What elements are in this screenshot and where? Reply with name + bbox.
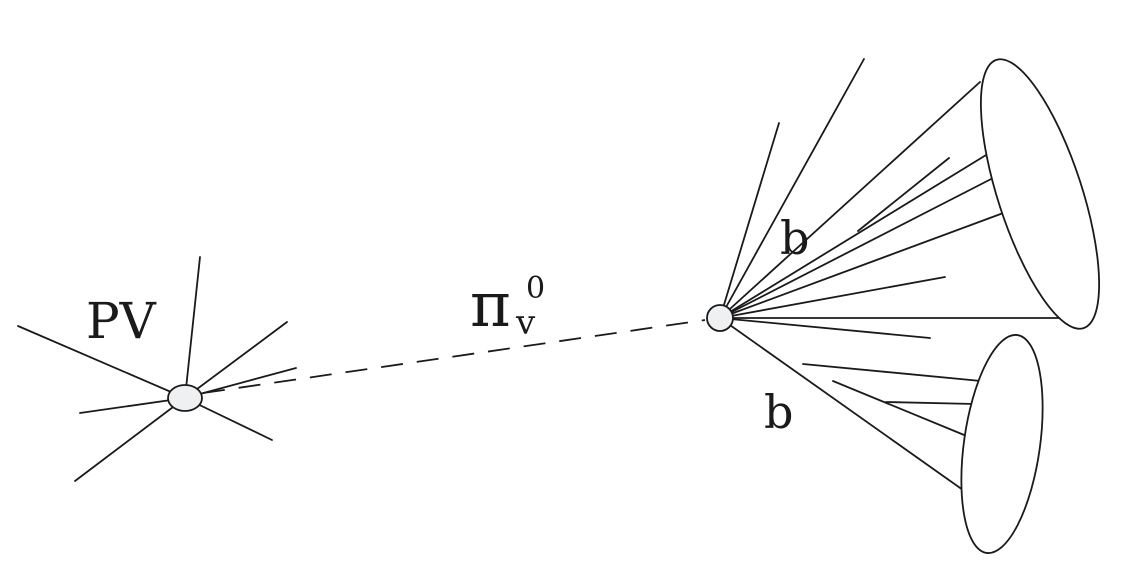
pv-track (184, 321, 288, 399)
displaced-vertex-marker (706, 304, 734, 332)
pv-track (74, 397, 186, 482)
jet-track (719, 317, 964, 491)
jet-track (832, 380, 970, 438)
lower-jet-cone-ellipse (960, 334, 1044, 554)
jet-track (719, 276, 946, 319)
upper-b-jet (719, 58, 1101, 330)
displaced-vertex-tracks (719, 58, 931, 339)
pi-superscript-label: 0 (526, 271, 545, 306)
pi-v-flight-path (202, 319, 706, 394)
pi-subscript-label: v (515, 303, 536, 343)
dv-track (719, 122, 780, 319)
pv-track (17, 325, 186, 399)
pi-symbol-label: π (470, 268, 511, 341)
primary-vertex-tracks (17, 256, 297, 482)
jet-track (719, 151, 992, 319)
upper-jet-cone-ellipse (979, 58, 1101, 330)
jet-track (885, 401, 976, 405)
jet-track (719, 175, 998, 319)
dv-track (719, 58, 865, 319)
jet-track (719, 81, 981, 319)
lower-b-label: b (764, 385, 793, 439)
jet-track (719, 211, 1007, 319)
dv-track (719, 317, 931, 339)
jet-track (802, 363, 982, 382)
pv-track (184, 256, 201, 399)
primary-vertex-marker (167, 384, 203, 412)
pv-label: PV (86, 292, 157, 350)
jet-track (857, 157, 950, 232)
lower-b-jet (719, 317, 1044, 554)
upper-b-label: b (780, 211, 809, 265)
